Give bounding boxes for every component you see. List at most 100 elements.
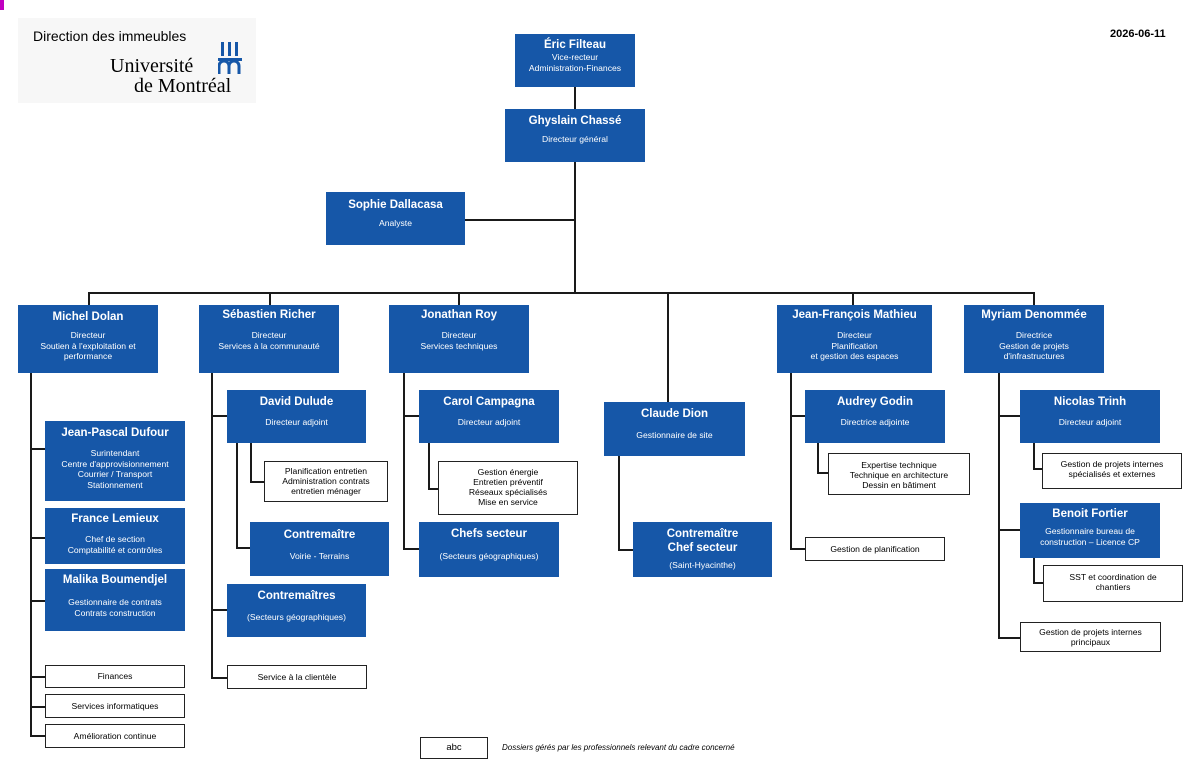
saint-hyacinthe-chief-name: Contremaître Chef secteur (666, 528, 739, 554)
connector (211, 373, 213, 678)
connector (88, 292, 1034, 294)
university-logo: Université de Montréal (110, 56, 231, 96)
boumendjel-box: Malika Boumendjel Gestionnaire de contra… (45, 569, 185, 631)
internal-special-projects-box: Gestion de projets internes spécialisés … (1042, 453, 1182, 489)
sector-chiefs-name: Chefs secteur (450, 528, 528, 540)
connector (574, 162, 576, 293)
vp-box: Éric Filteau Vice-recteur Administration… (515, 34, 635, 87)
energy-management-label: Gestion énergie Entretien préventif Rése… (468, 467, 548, 507)
vp-role: Vice-recteur Administration-Finances (528, 52, 622, 73)
connector (30, 448, 45, 450)
dg-name: Ghyslain Chassé (528, 115, 622, 127)
connector (998, 415, 1020, 417)
maintenance-planning-label: Planification entretien Administration c… (282, 466, 370, 496)
foremen-sectors-role: (Secteurs géographiques) (247, 612, 346, 622)
director-dolan-name: Michel Dolan (52, 311, 124, 323)
foremen-sectors-name: Contremaîtres (257, 590, 336, 602)
connector (618, 549, 633, 551)
director-denommee-name: Myriam Denommée (981, 309, 1087, 321)
sst-coordination-box: SST et coordination de chantiers (1043, 565, 1183, 602)
dulude-name: David Dulude (259, 396, 334, 408)
connector (30, 373, 32, 736)
university-name-line2: de Montréal (134, 75, 232, 97)
it-services-box: Services informatiques (45, 694, 185, 718)
connector (403, 373, 405, 549)
director-mathieu-name: Jean-François Mathieu (792, 309, 917, 321)
sst-coordination-label: SST et coordination de chantiers (1069, 572, 1157, 592)
director-roy-role: Directeur Services techniques (420, 330, 498, 351)
analyst-box: Sophie Dallacasa Analyste (326, 192, 465, 245)
connector (458, 292, 460, 305)
director-dolan-role: Directeur Soutien à l'exploitation et pe… (40, 330, 136, 361)
godin-name: Audrey Godin (836, 396, 914, 408)
director-richer-role: Directeur Services à la communauté (218, 330, 320, 351)
trinh-role: Directeur adjoint (1058, 417, 1122, 427)
trinh-box: Nicolas Trinh Directeur adjoint (1020, 390, 1160, 443)
it-services-label: Services informatiques (71, 701, 159, 711)
department-title: Direction des immeubles (33, 28, 187, 44)
site-manager-dion-box: Claude Dion Gestionnaire de site (604, 402, 745, 456)
maintenance-planning-box: Planification entretien Administration c… (264, 461, 388, 502)
planning-management-box: Gestion de planification (805, 537, 945, 561)
finances-box: Finances (45, 665, 185, 688)
connector (250, 443, 252, 482)
connector (1033, 558, 1035, 583)
campagna-box: Carol Campagna Directeur adjoint (419, 390, 559, 443)
connector (428, 488, 438, 490)
connector (790, 548, 805, 550)
dg-box: Ghyslain Chassé Directeur général (505, 109, 645, 162)
connector (30, 537, 45, 539)
connector (790, 415, 805, 417)
campagna-role: Directeur adjoint (457, 417, 521, 427)
foreman-roads-box: Contremaître Voirie - Terrains (250, 522, 389, 576)
dufour-name: Jean-Pascal Dufour (61, 427, 169, 439)
connector (30, 706, 45, 708)
connector (790, 373, 792, 549)
internal-main-projects-box: Gestion de projets internes principaux (1020, 622, 1161, 652)
foreman-roads-role: Voirie - Terrains (289, 551, 350, 561)
director-roy-name: Jonathan Roy (420, 309, 498, 321)
site-manager-dion-role: Gestionnaire de site (636, 430, 713, 440)
planning-management-label: Gestion de planification (830, 544, 920, 554)
report-date: 2026-06-11 (1110, 28, 1166, 40)
connector (269, 292, 271, 305)
internal-main-projects-label: Gestion de projets internes principaux (1039, 627, 1142, 647)
sector-chiefs-role: (Secteurs géographiques) (439, 551, 539, 561)
logo-area (18, 18, 256, 103)
connector (30, 735, 45, 737)
godin-role: Directrice adjointe (840, 417, 910, 427)
analyst-name: Sophie Dallacasa (348, 199, 443, 211)
connector (30, 676, 45, 678)
director-roy-box: Jonathan Roy Directeur Services techniqu… (389, 305, 529, 373)
dulude-role: Directeur adjoint (265, 417, 328, 427)
continuous-improvement-label: Amélioration continue (73, 731, 157, 741)
corner-marker (0, 0, 4, 10)
technical-expertise-box: Expertise technique Technique en archite… (828, 453, 970, 495)
connector (211, 609, 227, 611)
director-mathieu-role: Directeur Planification et gestion des e… (810, 330, 899, 361)
connector (428, 443, 430, 489)
director-denommee-role: Directrice Gestion de projets d'infrastr… (999, 330, 1069, 361)
dufour-role: Surintendant Centre d'approvisionnement … (61, 448, 169, 490)
connector (574, 87, 576, 109)
continuous-improvement-box: Amélioration continue (45, 724, 185, 748)
internal-special-projects-label: Gestion de projets internes spécialisés … (1060, 459, 1164, 479)
connector (236, 443, 238, 548)
connector (998, 529, 1020, 531)
connector (236, 547, 250, 549)
boumendjel-name: Malika Boumendjel (62, 574, 168, 586)
saint-hyacinthe-chief-role: (Saint-Hyacinthe) (669, 560, 736, 570)
customer-service-label: Service à la clientèle (257, 672, 337, 682)
connector (817, 443, 819, 473)
technical-expertise-label: Expertise technique Technique en archite… (849, 460, 949, 490)
foreman-roads-name: Contremaître (283, 529, 356, 541)
vp-name: Éric Filteau (544, 39, 606, 51)
connector (667, 292, 669, 402)
connector (618, 456, 620, 550)
connector (211, 415, 227, 417)
sector-chiefs-box: Chefs secteur (Secteurs géographiques) (419, 522, 559, 577)
site-manager-dion-name: Claude Dion (640, 408, 709, 420)
lemieux-name: France Lemieux (71, 513, 159, 525)
director-denommee-box: Myriam Denommée Directrice Gestion de pr… (964, 305, 1104, 373)
connector (465, 219, 575, 221)
